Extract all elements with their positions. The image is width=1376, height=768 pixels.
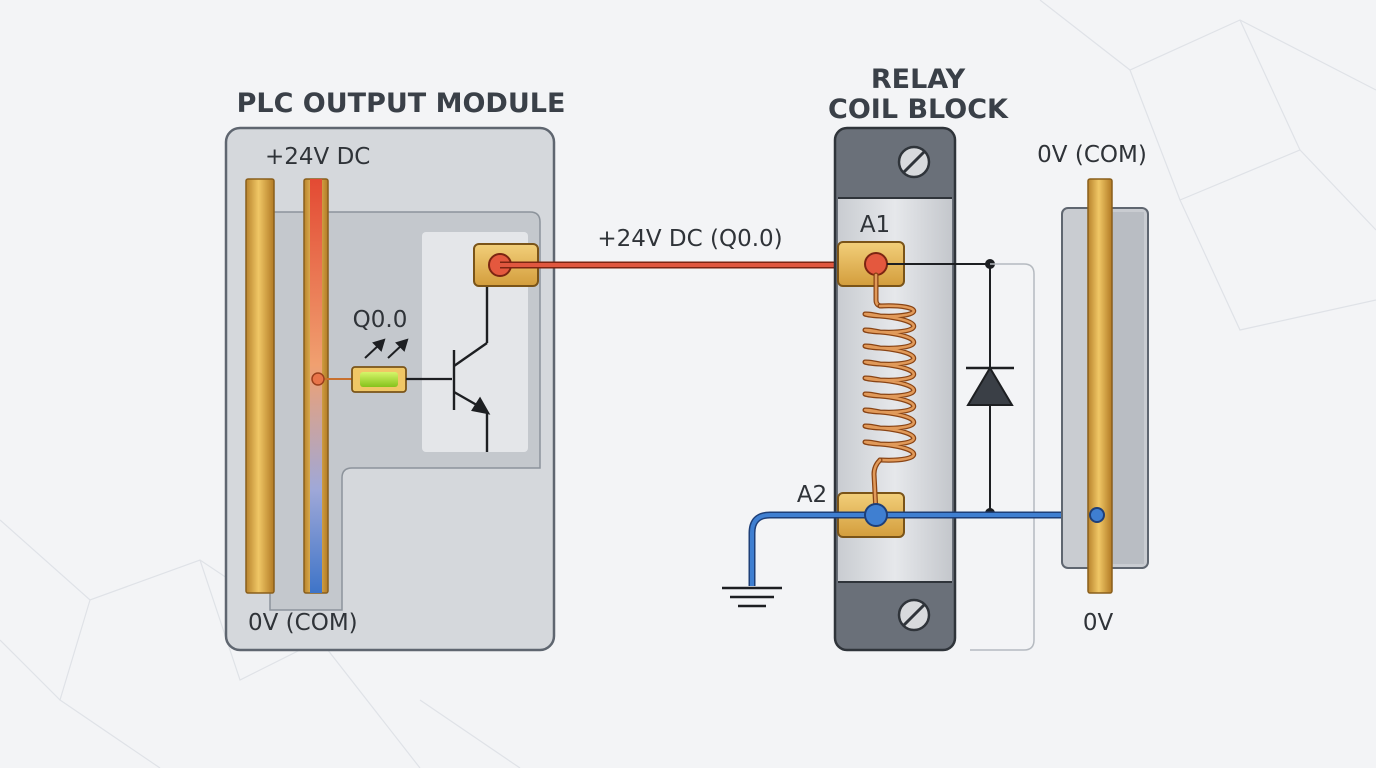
reference-outline bbox=[970, 263, 1035, 651]
com-bus-top-label: 0V (COM) bbox=[1037, 142, 1147, 168]
plc-com-label: 0V (COM) bbox=[248, 610, 358, 636]
flyback-diode-icon bbox=[966, 366, 1014, 406]
relay-top-screw-icon bbox=[897, 145, 931, 179]
relay-coil bbox=[862, 272, 916, 515]
relay-title-line2: COIL BLOCK bbox=[828, 94, 1009, 125]
a1-label: A1 bbox=[860, 212, 890, 238]
transistor-icon bbox=[452, 285, 491, 452]
com-bus-connection bbox=[1089, 507, 1105, 523]
com-bus-bar bbox=[1087, 178, 1113, 594]
plc-supply-rail-core bbox=[310, 179, 322, 593]
relay-bottom-screw-icon bbox=[897, 598, 931, 632]
output-led bbox=[311, 366, 452, 393]
signal-wire-label: +24V DC (Q0.0) bbox=[597, 226, 782, 252]
relay-block bbox=[833, 126, 957, 652]
plc-brass-bus-bar bbox=[245, 178, 275, 594]
a2-terminal-screw bbox=[864, 503, 888, 527]
a2-label: A2 bbox=[797, 482, 827, 508]
relay-title-line1: RELAY bbox=[871, 64, 966, 95]
plc-title: PLC OUTPUT MODULE bbox=[237, 88, 566, 119]
ground-symbol-icon bbox=[722, 586, 782, 608]
output-label: Q0.0 bbox=[353, 307, 408, 333]
com-bus-bottom-label: 0V bbox=[1083, 610, 1114, 636]
led-emission-arrows-icon bbox=[364, 338, 409, 359]
a1-terminal bbox=[837, 241, 905, 287]
plc-supply-label: +24V DC bbox=[265, 144, 370, 170]
ground-wire bbox=[750, 513, 876, 586]
